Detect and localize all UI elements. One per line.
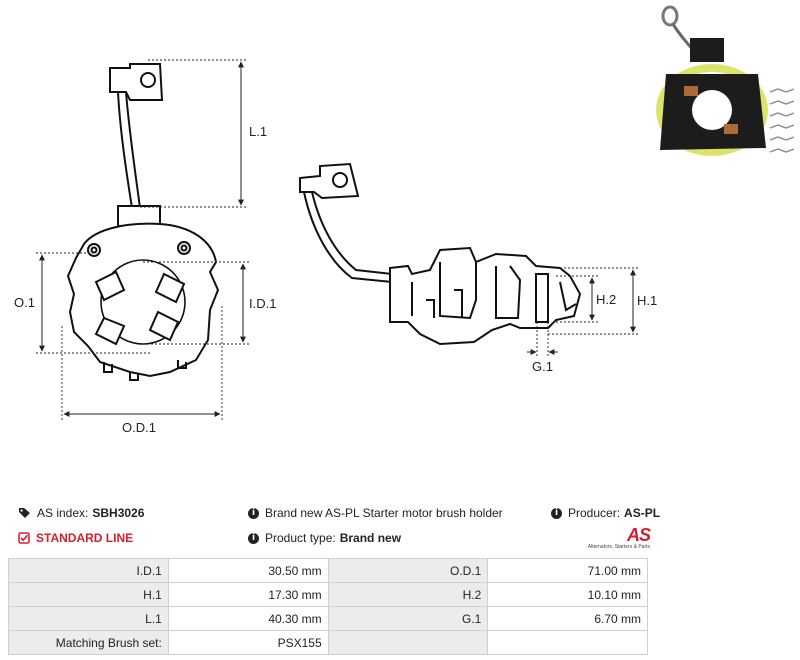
label-h1: H.1 [637, 293, 657, 308]
dim-h1: H.1 [548, 267, 657, 335]
logo-tagline: Alternators, Starters & Parts [587, 544, 650, 550]
spec-value: 17.30 mm [167, 582, 329, 607]
product-type-label: Product type: [265, 531, 336, 545]
description: i Brand new AS-PL Starter motor brush ho… [248, 506, 503, 520]
label-g1: G.1 [532, 359, 553, 374]
description-text: Brand new AS-PL Starter motor brush hold… [265, 506, 503, 520]
dim-g1: G.1 [527, 322, 558, 374]
dim-od1: O.D.1 [61, 306, 223, 435]
dim-o1: O.1 [14, 252, 150, 354]
side-view [299, 162, 582, 346]
tag-icon [19, 508, 30, 518]
spec-value [487, 630, 648, 655]
info-icon: i [248, 532, 259, 544]
technical-drawing: L.1 O.1 I.D.1 O.D.1 [14, 0, 800, 435]
dim-id1: I.D.1 [143, 261, 276, 345]
standard-line-label: STANDARD LINE [36, 531, 134, 545]
table-row: L.1 40.30 mm G.1 6.70 mm [8, 606, 648, 631]
table-row: Matching Brush set: PSX155 [8, 630, 648, 655]
spec-label [327, 630, 489, 655]
as-index-label: AS index: [37, 506, 89, 520]
spec-label: H.1 [8, 582, 169, 607]
logo-mark: AS [626, 525, 651, 545]
info-icon: i [551, 507, 562, 519]
as-logo: AS Alternators, Starters & Parts [586, 525, 651, 555]
product-type-value: Brand new [339, 531, 402, 545]
product-type: i Product type: Brand new [248, 531, 401, 545]
spec-label: O.D.1 [327, 558, 489, 583]
spec-label: L.1 [8, 606, 169, 631]
label-id1: I.D.1 [249, 296, 276, 311]
spec-label: G.1 [327, 606, 489, 631]
check-square-icon [18, 532, 30, 544]
spec-table: I.D.1 30.50 mm O.D.1 71.00 mm H.1 17.30 … [8, 558, 648, 655]
as-index-value: SBH3026 [92, 506, 145, 520]
spec-value: 71.00 mm [487, 558, 648, 583]
spec-label: H.2 [327, 582, 489, 607]
as-index: AS index: SBH3026 [18, 506, 144, 520]
standard-line: STANDARD LINE [18, 531, 133, 545]
spec-value: PSX155 [167, 630, 329, 655]
producer-label: Producer: [568, 506, 621, 520]
top-view [66, 63, 220, 381]
dim-l1: L.1 [140, 59, 267, 208]
label-l1: L.1 [249, 124, 267, 139]
spec-value: 30.50 mm [167, 558, 329, 583]
info-icon: i [248, 507, 259, 519]
spec-value: 6.70 mm [487, 606, 648, 631]
producer-value: AS-PL [624, 506, 661, 520]
table-row: I.D.1 30.50 mm O.D.1 71.00 mm [8, 558, 648, 583]
table-row: H.1 17.30 mm H.2 10.10 mm [8, 582, 648, 607]
spec-value: 40.30 mm [167, 606, 329, 631]
label-o1: O.1 [14, 295, 35, 310]
label-od1: O.D.1 [122, 420, 156, 435]
label-h2: H.2 [596, 292, 616, 307]
spec-label: I.D.1 [8, 558, 169, 583]
spec-label: Matching Brush set: [8, 630, 169, 655]
spec-value: 10.10 mm [487, 582, 648, 607]
producer: i Producer: AS-PL [551, 506, 660, 520]
dim-h2: H.2 [556, 275, 616, 323]
product-photo [650, 0, 800, 160]
